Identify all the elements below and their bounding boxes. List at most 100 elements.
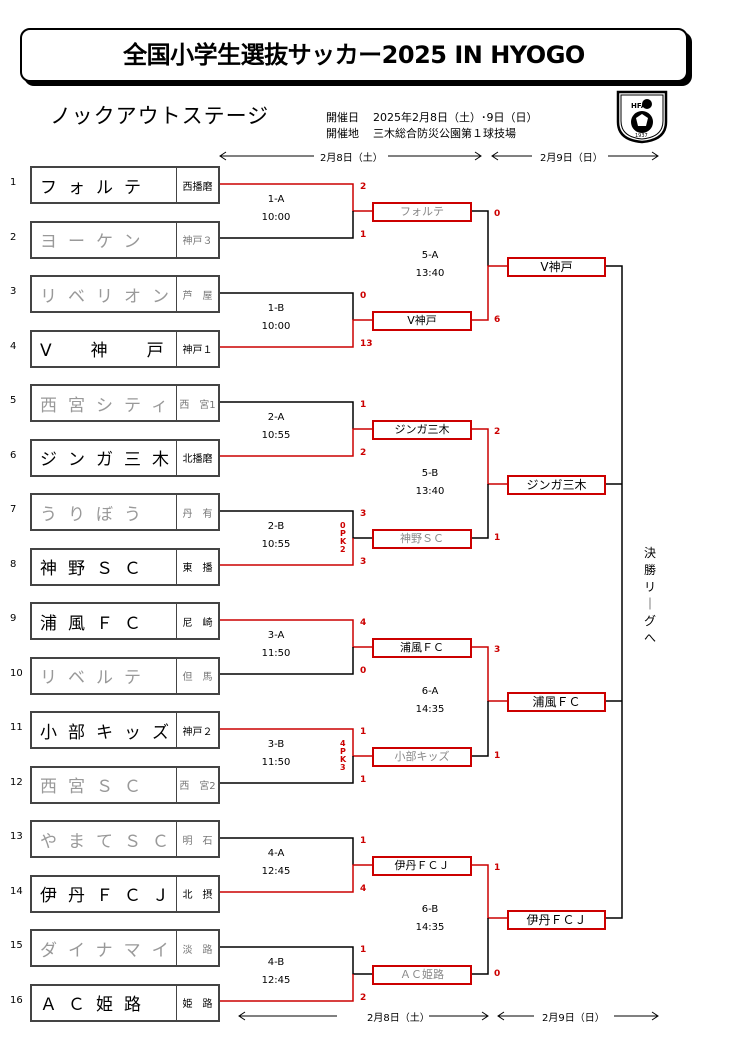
final-label-char: 勝 bbox=[643, 563, 656, 577]
match-time: 14:35 bbox=[415, 922, 445, 933]
team-name: 西宮ＳＣ bbox=[40, 777, 152, 797]
team-box: ジンガ三木北播磨 bbox=[30, 438, 220, 477]
score-bottom: 2 bbox=[360, 993, 367, 1003]
team-name: 浦風ＦＣ bbox=[40, 613, 152, 634]
team-box: 西宮シティ西 宮1 bbox=[30, 384, 220, 422]
match-id: 6-B bbox=[421, 904, 439, 915]
match-id: 6-A bbox=[421, 686, 439, 697]
score-top: 0 bbox=[494, 209, 501, 219]
stage-heading: ノックアウトステージ bbox=[50, 104, 270, 128]
match-time: 10:55 bbox=[261, 539, 291, 550]
seed-number: 5 bbox=[10, 395, 17, 406]
date-ruler-day2-top: 2月9日（日） bbox=[490, 150, 660, 164]
score-top: 1 bbox=[360, 836, 367, 846]
final-label-char: 決 bbox=[643, 546, 656, 560]
match-id: 5-A bbox=[421, 250, 439, 261]
team-box: ＡＣ姫路姫 路 bbox=[30, 983, 220, 1022]
score-bottom: 4 bbox=[360, 884, 367, 894]
seed-number: 7 bbox=[10, 504, 17, 515]
pk-score: 4PK3 bbox=[340, 739, 347, 772]
score-top: 3 bbox=[360, 509, 367, 519]
match-time: 10:00 bbox=[261, 321, 291, 332]
date-day2-top: 2月9日（日） bbox=[540, 153, 603, 164]
team-box: リベリオン芦 屋 bbox=[30, 275, 220, 313]
team-region: 東 播 bbox=[176, 549, 218, 584]
round2-team-box: フォルテ bbox=[372, 202, 472, 222]
team-region: 尼 崎 bbox=[176, 604, 218, 638]
match-time: 11:50 bbox=[261, 757, 291, 768]
venue-value: 三木総合防災公園第１球技場 bbox=[373, 127, 516, 140]
team-region: 丹 有 bbox=[176, 495, 218, 529]
match-id: 4-A bbox=[267, 848, 285, 859]
team-region: 神戸３ bbox=[176, 222, 218, 257]
round3-team-box: 伊丹ＦＣＪ bbox=[507, 909, 606, 930]
team-box: 西宮ＳＣ 西 宮2 bbox=[30, 765, 220, 804]
score-bottom: 6 bbox=[494, 315, 501, 325]
match-time: 13:40 bbox=[415, 486, 445, 497]
final-label-char: へ bbox=[643, 631, 656, 645]
team-name: ダイナマイト bbox=[40, 940, 176, 961]
team-region: 芦 屋 bbox=[176, 277, 218, 311]
seed-number: 9 bbox=[10, 613, 17, 624]
round2-team-box: 神野ＳＣ bbox=[372, 529, 472, 549]
date-day2-bottom: 2月9日（日） bbox=[542, 1013, 605, 1024]
match-time: 10:55 bbox=[261, 430, 291, 441]
logo-year: 1937 bbox=[635, 133, 648, 139]
round2-team-box: 浦風ＦＣ bbox=[372, 638, 472, 658]
score-top: 2 bbox=[494, 427, 501, 437]
seed-number: 2 bbox=[10, 231, 17, 243]
pk-score: 0PK2 bbox=[340, 521, 347, 554]
seed-number: 15 bbox=[10, 940, 23, 951]
match-id: 3-B bbox=[267, 739, 285, 750]
round2-team-box: 小部キッズ bbox=[372, 747, 472, 767]
venue-label: 開催地 bbox=[326, 127, 359, 140]
team-region: 西 宮2 bbox=[176, 767, 218, 802]
team-region: 姫 路 bbox=[176, 985, 218, 1020]
score-top: 1 bbox=[360, 400, 367, 410]
final-label-char: リ bbox=[643, 580, 656, 594]
score-bottom: 1 bbox=[360, 230, 367, 240]
team-name: 伊丹ＦＣＪ bbox=[40, 886, 176, 906]
team-name: 小部キッズ bbox=[40, 722, 176, 743]
team-name: 西宮シティ bbox=[40, 395, 176, 416]
score-bottom: 3 bbox=[360, 557, 367, 567]
team-box: フォルテ西播磨 bbox=[30, 166, 220, 204]
team-box: 小部キッズ神戸２ bbox=[30, 711, 220, 749]
team-name: リベリオン bbox=[40, 286, 176, 307]
score-bottom: 13 bbox=[360, 339, 373, 349]
logo-text: HFA bbox=[631, 102, 647, 110]
date-day1-top: 2月8日（土） bbox=[320, 153, 383, 164]
match-time: 11:50 bbox=[261, 648, 291, 659]
match-time: 10:00 bbox=[261, 212, 291, 223]
seed-number: 1 bbox=[10, 177, 17, 188]
team-name: うりぼう bbox=[40, 504, 152, 525]
final-label-char: グ bbox=[643, 614, 656, 628]
round3-team-box: 浦風ＦＣ bbox=[507, 692, 606, 712]
match-id: 4-B bbox=[267, 957, 285, 968]
final-league-label: 決勝リ｜グへ bbox=[640, 545, 660, 647]
match-id: 1-A bbox=[267, 194, 285, 205]
score-top: 1 bbox=[360, 945, 367, 955]
match-time: 13:40 bbox=[415, 268, 445, 279]
round3-team-box: V神戸 bbox=[507, 257, 606, 277]
match-id: 5-B bbox=[421, 468, 439, 479]
date-day1-bottom: 2月8日（土） bbox=[367, 1013, 430, 1024]
team-name: V 神 戸 bbox=[40, 341, 175, 361]
score-bottom: 1 bbox=[360, 775, 367, 785]
seed-number: 4 bbox=[10, 340, 17, 352]
seed-number: 8 bbox=[10, 558, 17, 570]
round2-team-box: 伊丹ＦＣＪ bbox=[372, 856, 472, 876]
match-time: 12:45 bbox=[261, 975, 291, 986]
match-time: 14:35 bbox=[415, 704, 445, 715]
team-name: フォルテ bbox=[40, 177, 152, 198]
seed-number: 3 bbox=[10, 286, 17, 297]
hfa-logo-icon: HFA 1937 bbox=[616, 90, 668, 144]
seed-number: 12 bbox=[10, 776, 23, 788]
date-value: 2025年2月8日（土）･9日（日） bbox=[373, 111, 538, 124]
title-box: 全国小学生選抜サッカー2025 IN HYOGO bbox=[20, 28, 688, 82]
round3-team-box: ジンガ三木 bbox=[507, 474, 606, 495]
team-box: うりぼう 丹 有 bbox=[30, 493, 220, 531]
score-bottom: 2 bbox=[360, 448, 367, 458]
seed-number: 14 bbox=[10, 885, 23, 897]
